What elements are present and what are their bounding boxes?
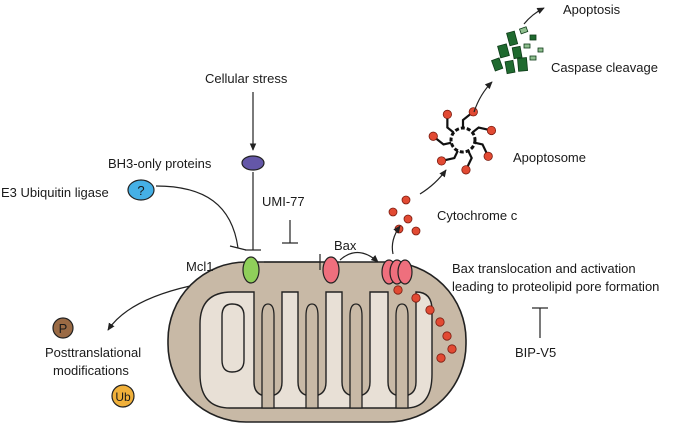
label-e3-ubiquitin-ligase: E3 Ubiquitin ligase	[1, 185, 109, 200]
label-apoptosome: Apoptosome	[513, 150, 586, 165]
label-posttranslational-line1: Posttranslational	[45, 345, 141, 360]
bax-protein	[322, 256, 340, 284]
label-bip-v5: BIP-V5	[515, 345, 556, 360]
label-bax-translocation-line1: Bax translocation and activation	[452, 261, 636, 276]
label-posttranslational-line2: modifications	[53, 363, 129, 378]
pathway-connectors	[107, 7, 548, 338]
phospho-badge	[52, 317, 74, 339]
apoptosome-icon	[428, 107, 497, 175]
label-cellular-stress: Cellular stress	[205, 71, 288, 86]
label-mcl1: Mcl1	[186, 259, 213, 274]
ubiquitin-badge-label: Ub	[115, 390, 131, 404]
mcl1-protein	[242, 256, 260, 284]
cytochrome-c-release-dots	[393, 285, 457, 363]
ubiquitin-badge	[111, 384, 135, 408]
label-umi-77: UMI-77	[262, 194, 305, 209]
e3-ligase-badge-label: ?	[137, 183, 144, 198]
bax-pore	[381, 259, 413, 285]
bh3-only-protein	[241, 155, 265, 171]
label-caspase-cleavage: Caspase cleavage	[551, 60, 658, 75]
mitochondrion-cristae	[261, 303, 409, 409]
e3-ligase-badge	[127, 179, 155, 201]
label-apoptosis: Apoptosis	[563, 2, 621, 17]
caspase-fragments-icon	[491, 26, 544, 75]
label-bax-translocation-line2: leading to proteolipid pore formation	[452, 279, 659, 294]
cytochrome-c-cluster	[388, 195, 421, 236]
label-bh3-only-proteins: BH3-only proteins	[108, 156, 212, 171]
label-bax: Bax	[334, 238, 357, 253]
mitochondrion	[167, 261, 467, 423]
phospho-badge-label: P	[59, 321, 68, 336]
label-cytochrome-c: Cytochrome c	[437, 208, 518, 223]
